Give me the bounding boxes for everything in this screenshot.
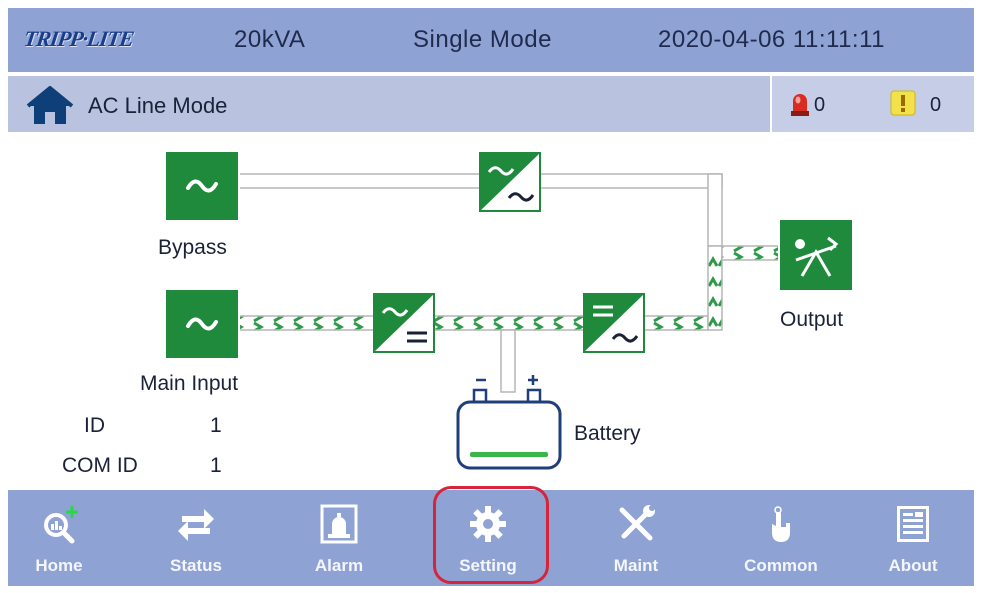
home-magnifier-icon (44, 506, 78, 544)
header-bar: TRIPP·LITE 20kVA Single Mode 2020-04-06 … (8, 8, 974, 72)
nav-setting-button[interactable]: Setting (433, 490, 543, 586)
warning-count: 0 (930, 94, 942, 116)
rectifier-icon[interactable] (373, 293, 435, 353)
main-input-source-icon[interactable] (164, 288, 240, 360)
battery-label: Battery (574, 422, 641, 445)
battery-icon[interactable] (454, 372, 564, 472)
main-input-label: Main Input (140, 372, 239, 395)
id-value: 1 (210, 414, 222, 437)
document-icon (897, 506, 929, 542)
nav-maint-button[interactable]: Maint (581, 490, 691, 586)
nav-common-label: Common (744, 556, 818, 575)
nav-status-label: Status (170, 556, 222, 575)
setting-highlight-circle (433, 486, 549, 584)
datetime-text: 2020-04-06 11:11:11 (658, 26, 886, 53)
dc-bus-flow (433, 315, 585, 331)
alarm-summary[interactable]: 0 0 (770, 76, 974, 132)
nav-maint-label: Maint (613, 556, 659, 575)
bottom-navigation: Home Status Alarm (8, 486, 974, 586)
nav-setting-label: Setting (459, 556, 517, 575)
nav-home-button[interactable]: Home (8, 490, 114, 586)
tripp-lite-logo: TRIPP·LITE (22, 26, 135, 51)
inverter-icon[interactable] (583, 293, 645, 353)
home-icon[interactable] (24, 84, 76, 128)
output-feed-flow (721, 245, 781, 261)
operating-mode-text: Single Mode (413, 26, 552, 53)
ups-screen: TRIPP·LITE 20kVA Single Mode 2020-04-06 … (8, 8, 974, 586)
output-riser-flow (707, 245, 723, 331)
id-label: ID (84, 414, 105, 437)
wrench-screwdriver-icon (619, 505, 655, 541)
nav-home-label: Home (35, 556, 83, 575)
alarm-bell-icon (320, 504, 358, 544)
capacity-text: 20kVA (234, 26, 306, 53)
nav-status-button[interactable]: Status (141, 490, 251, 586)
gear-icon (470, 506, 506, 542)
alarm-count: 0 (814, 94, 826, 116)
nav-alarm-label: Alarm (314, 556, 364, 575)
red-alarm-light-icon (791, 94, 809, 116)
ac-line-mode-label: AC Line Mode (88, 93, 228, 118)
nav-about-button[interactable]: About (858, 490, 968, 586)
com-id-value: 1 (210, 454, 222, 477)
output-load-icon[interactable] (778, 218, 854, 292)
output-label: Output (780, 308, 844, 331)
bypass-source-icon[interactable] (164, 150, 240, 222)
nav-alarm-button[interactable]: Alarm (284, 490, 394, 586)
com-id-label: COM ID (62, 454, 138, 477)
yellow-warning-icon (890, 90, 916, 116)
hand-pointer-icon (772, 506, 790, 542)
inverter-out-flow (643, 315, 709, 331)
nav-common-button[interactable]: Common (726, 490, 836, 586)
static-switch-icon[interactable] (479, 152, 541, 212)
bypass-label: Bypass (158, 236, 227, 259)
status-arrows-icon (178, 509, 214, 541)
power-flow-diagram: Bypass Main Input (8, 132, 974, 490)
main-input-flow (237, 315, 375, 331)
nav-about-label: About (888, 556, 938, 575)
status-bar: AC Line Mode 0 0 (8, 76, 974, 132)
battery-link-line (500, 329, 516, 393)
